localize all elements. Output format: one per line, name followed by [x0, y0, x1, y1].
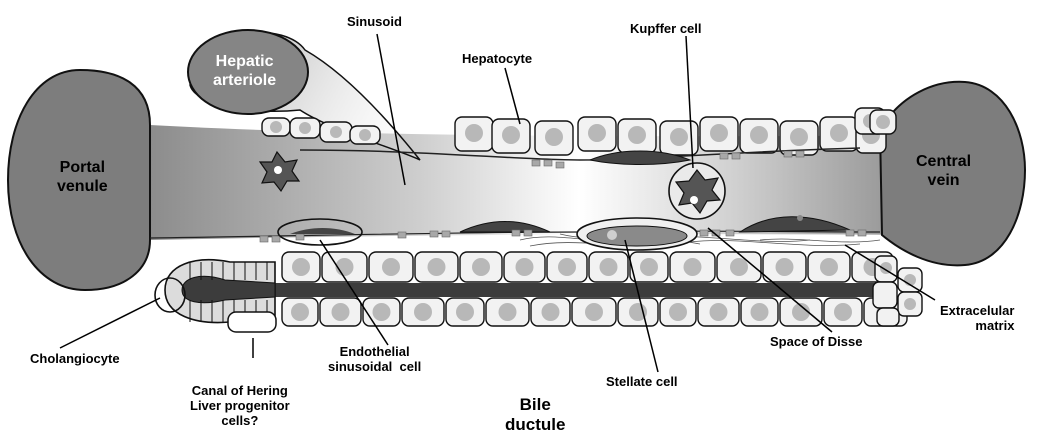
hepatocyte-nucleus [330, 126, 342, 138]
hepatocyte-nucleus [332, 303, 350, 321]
fenestration [858, 230, 866, 236]
hepatocyte-label: Hepatocyte [462, 51, 532, 66]
hepatocyte-nucleus [710, 124, 728, 142]
hepatocyte-nucleus [640, 258, 658, 276]
hepatocyte-nucleus [750, 126, 768, 144]
hepatocyte-nucleus [585, 303, 603, 321]
stellate-cell [577, 218, 697, 250]
extracellular-matrix-label: Extracelular matrix [940, 303, 1014, 333]
fenestration [442, 231, 450, 237]
hepatocyte-nucleus [834, 303, 852, 321]
hepatocyte-nucleus [291, 303, 309, 321]
fenestration [700, 230, 708, 236]
hepatocyte-nucleus [359, 129, 371, 141]
hepatocyte-nucleus [876, 115, 890, 129]
fenestration [556, 162, 564, 168]
hepatocyte-nucleus [299, 122, 311, 134]
fenestration [272, 236, 280, 242]
cholangiocyte-label: Cholangiocyte [30, 351, 120, 366]
hepatocyte-nucleus [414, 303, 432, 321]
fenestration [544, 160, 552, 166]
hepatocyte-nucleus [669, 303, 687, 321]
hepatocyte-nucleus [499, 303, 517, 321]
stellate-cell-label: Stellate cell [606, 374, 678, 389]
hepatocyte-nucleus [588, 124, 606, 142]
macrophage-nucleus [274, 166, 282, 174]
hepatocyte-nucleus [710, 303, 728, 321]
upper-hepatocyte-plate [455, 108, 896, 155]
hepatocyte-nucleus [502, 126, 520, 144]
hepatocyte-nucleus [628, 126, 646, 144]
fenestration [430, 231, 438, 237]
hepatocyte-nucleus [790, 128, 808, 146]
hepatocyte-nucleus [456, 303, 474, 321]
hepatocyte-nucleus [830, 124, 848, 142]
hepatocyte-nucleus [428, 258, 446, 276]
fenestration [846, 230, 854, 236]
hepatocyte-nucleus [776, 258, 794, 276]
hepatocyte-nucleus [751, 303, 769, 321]
bile-ductule-label: Bile ductule [505, 395, 565, 435]
hepatocyte-nucleus [684, 258, 702, 276]
fenestration [784, 151, 792, 157]
hepatocyte-nucleus [270, 121, 282, 133]
hepatocyte-nucleus [516, 258, 534, 276]
hepatic-arteriole-label: Hepatic arteriole [213, 52, 276, 90]
kupffer-cell [669, 163, 725, 219]
canal-of-hering-region [228, 312, 276, 332]
hepatocyte-nucleus [558, 258, 576, 276]
hepatocyte-nucleus [542, 303, 560, 321]
hepatocyte-nucleus [600, 258, 618, 276]
hepatocyte-nucleus [292, 258, 310, 276]
hepatocyte-nucleus [373, 303, 391, 321]
space-of-disse-label: Space of Disse [770, 334, 863, 349]
fenestration [796, 151, 804, 157]
fenestration [260, 236, 268, 242]
kupffer-cell-label: Kupffer cell [630, 21, 702, 36]
hepatocyte-nucleus [465, 124, 483, 142]
fenestration [732, 153, 740, 159]
canal-of-hering-label: Canal of Hering Liver progenitor cells? [190, 383, 290, 428]
portal-venule-label: Portal venule [57, 158, 108, 196]
hepatocyte-nucleus [820, 258, 838, 276]
fenestration [296, 234, 304, 240]
hepatocyte-nucleus [670, 128, 688, 146]
fenestration [532, 160, 540, 166]
sinusoid-label: Sinusoid [347, 14, 402, 29]
hepatocyte-nucleus [382, 258, 400, 276]
fenestration [524, 230, 532, 236]
fenestration [398, 232, 406, 238]
endothelial-cell-label: Endothelial sinusoidal cell [328, 344, 421, 374]
stellate-nucleus-dot [797, 215, 803, 221]
hepatocyte-nucleus [545, 128, 563, 146]
fenestration [726, 230, 734, 236]
central-vein-label: Central vein [916, 152, 971, 190]
hepatocyte-nucleus [730, 258, 748, 276]
fenestration [512, 230, 520, 236]
hepatocyte-nucleus [472, 258, 490, 276]
fenestration [720, 153, 728, 159]
